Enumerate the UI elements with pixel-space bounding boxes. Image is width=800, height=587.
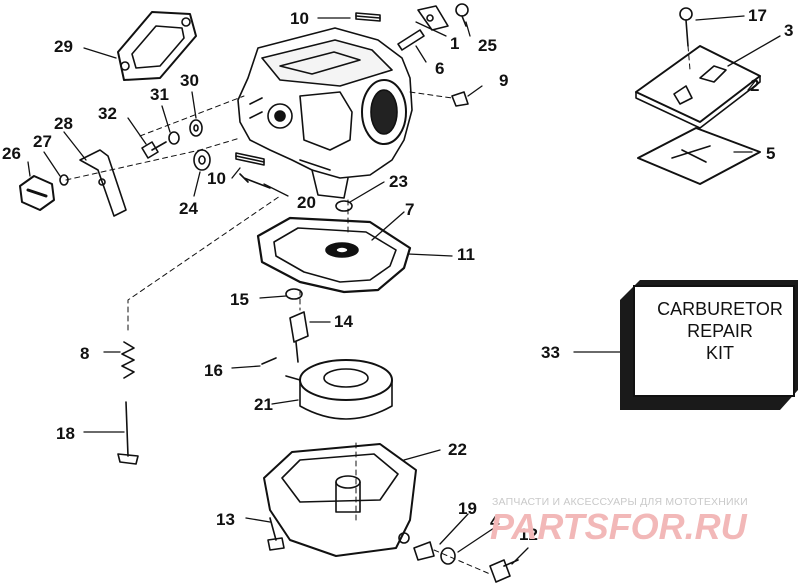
label-part-26: 26 bbox=[2, 144, 21, 163]
kit-line-1: CARBURETOR bbox=[657, 299, 783, 319]
part-32-screw bbox=[141, 141, 167, 159]
label-part-22: 22 bbox=[448, 440, 467, 459]
label-part-4: 4 bbox=[490, 512, 500, 531]
label-part-29: 29 bbox=[54, 37, 73, 56]
part-5-diaphragm bbox=[637, 127, 761, 185]
label-part-10-top: 10 bbox=[290, 9, 309, 28]
label-part-14: 14 bbox=[334, 312, 353, 331]
part-14-valve bbox=[289, 311, 309, 363]
part-19-screw bbox=[413, 541, 435, 561]
part-22-float-bowl bbox=[263, 443, 417, 557]
part-6-pin bbox=[397, 29, 425, 51]
part-12-drain-screw bbox=[489, 559, 519, 583]
carburetor-body bbox=[237, 27, 413, 199]
label-part-17: 17 bbox=[748, 6, 767, 25]
kit-line-2: REPAIR bbox=[687, 321, 753, 341]
part-8-spring bbox=[121, 341, 135, 379]
label-part-15: 15 bbox=[230, 290, 249, 309]
label-part-16: 16 bbox=[204, 361, 223, 380]
label-part-1: 1 bbox=[450, 34, 460, 53]
part-17-screw bbox=[679, 7, 693, 47]
label-part-19: 19 bbox=[458, 499, 477, 518]
repair-kit-label: CARBURETOR REPAIR KIT bbox=[650, 298, 790, 364]
label-part-6: 6 bbox=[435, 59, 445, 78]
part-1-bracket bbox=[417, 5, 449, 31]
watermark-logo-text: PARTSFOR.RU bbox=[490, 506, 748, 545]
label-part-31: 31 bbox=[150, 85, 169, 104]
part-10-pin-side bbox=[235, 152, 265, 166]
label-part-10-side: 10 bbox=[207, 169, 226, 188]
part-16-clip bbox=[261, 357, 277, 365]
kit-line-3: KIT bbox=[705, 343, 734, 363]
label-part-23: 23 bbox=[389, 172, 408, 191]
label-part-24: 24 bbox=[179, 199, 198, 218]
label-part-21: 21 bbox=[254, 395, 273, 414]
part-30-washer bbox=[189, 119, 203, 137]
part-3-fitting bbox=[673, 65, 727, 105]
label-part-2: 2 bbox=[750, 76, 760, 95]
label-part-27: 27 bbox=[33, 132, 52, 151]
part-4-washer bbox=[440, 547, 456, 565]
part-2-cover bbox=[635, 45, 761, 129]
label-part-28: 28 bbox=[54, 114, 73, 133]
label-part-32: 32 bbox=[98, 104, 117, 123]
part-31-washer bbox=[168, 131, 180, 145]
part-15-oring bbox=[285, 288, 303, 300]
part-29-gasket bbox=[117, 11, 197, 81]
part-24-washer bbox=[193, 149, 211, 171]
label-part-9: 9 bbox=[499, 71, 509, 90]
label-part-12: 12 bbox=[519, 525, 538, 544]
repair-kit-box bbox=[620, 280, 798, 410]
label-part-20: 20 bbox=[297, 193, 316, 212]
part-23-plug bbox=[335, 200, 353, 212]
part-26-cap bbox=[19, 175, 55, 211]
label-part-11: 11 bbox=[457, 245, 475, 264]
part-18-needle bbox=[117, 401, 139, 465]
label-part-18: 18 bbox=[56, 424, 75, 443]
leader-lines bbox=[27, 15, 781, 565]
part-13-screw bbox=[267, 517, 285, 551]
part-21-float bbox=[285, 359, 393, 420]
part-7-seal bbox=[325, 242, 359, 258]
label-part-30: 30 bbox=[180, 71, 199, 90]
label-part-33: 33 bbox=[541, 343, 560, 362]
watermark-logo: PARTSFOR.RU bbox=[490, 506, 748, 545]
part-25-screw bbox=[455, 3, 469, 27]
label-part-25: 25 bbox=[478, 36, 497, 55]
watermark-tagline: ЗАПЧАСТИ И АКСЕССУАРЫ ДЛЯ МОТОТЕХНИКИ bbox=[492, 496, 748, 508]
part-10-pin-top bbox=[355, 12, 381, 22]
label-part-5: 5 bbox=[766, 144, 776, 163]
label-part-8: 8 bbox=[80, 344, 90, 363]
label-part-3: 3 bbox=[784, 21, 794, 40]
label-part-7: 7 bbox=[405, 200, 415, 219]
label-part-13: 13 bbox=[216, 510, 235, 529]
part-11-gasket bbox=[256, 216, 412, 294]
part-20-needle bbox=[239, 173, 271, 189]
part-28-lever bbox=[79, 149, 127, 217]
part-9-screw bbox=[451, 91, 469, 107]
